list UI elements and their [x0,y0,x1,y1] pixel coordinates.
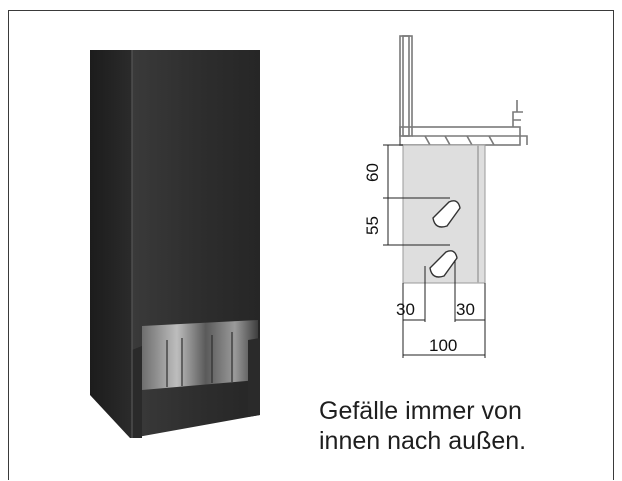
slot-holes [429,200,461,278]
dim-total-width: 100 [429,336,457,355]
caption: Gefälle immer von innen nach außen. [319,396,526,456]
caption-line-2: innen nach außen. [319,427,527,455]
product-photo [90,50,260,438]
content-frame [8,10,614,480]
dim-vertical-bottom: 55 [363,216,382,235]
caption-line-1: Gefälle immer von [319,397,522,425]
window-profile [399,35,528,146]
technical-drawing: 60 55 30 30 100 [363,35,528,358]
dim-vertical-top: 60 [363,163,382,182]
dim-horizontal-right: 30 [456,300,475,319]
dim-horizontal-left: 30 [396,300,415,319]
